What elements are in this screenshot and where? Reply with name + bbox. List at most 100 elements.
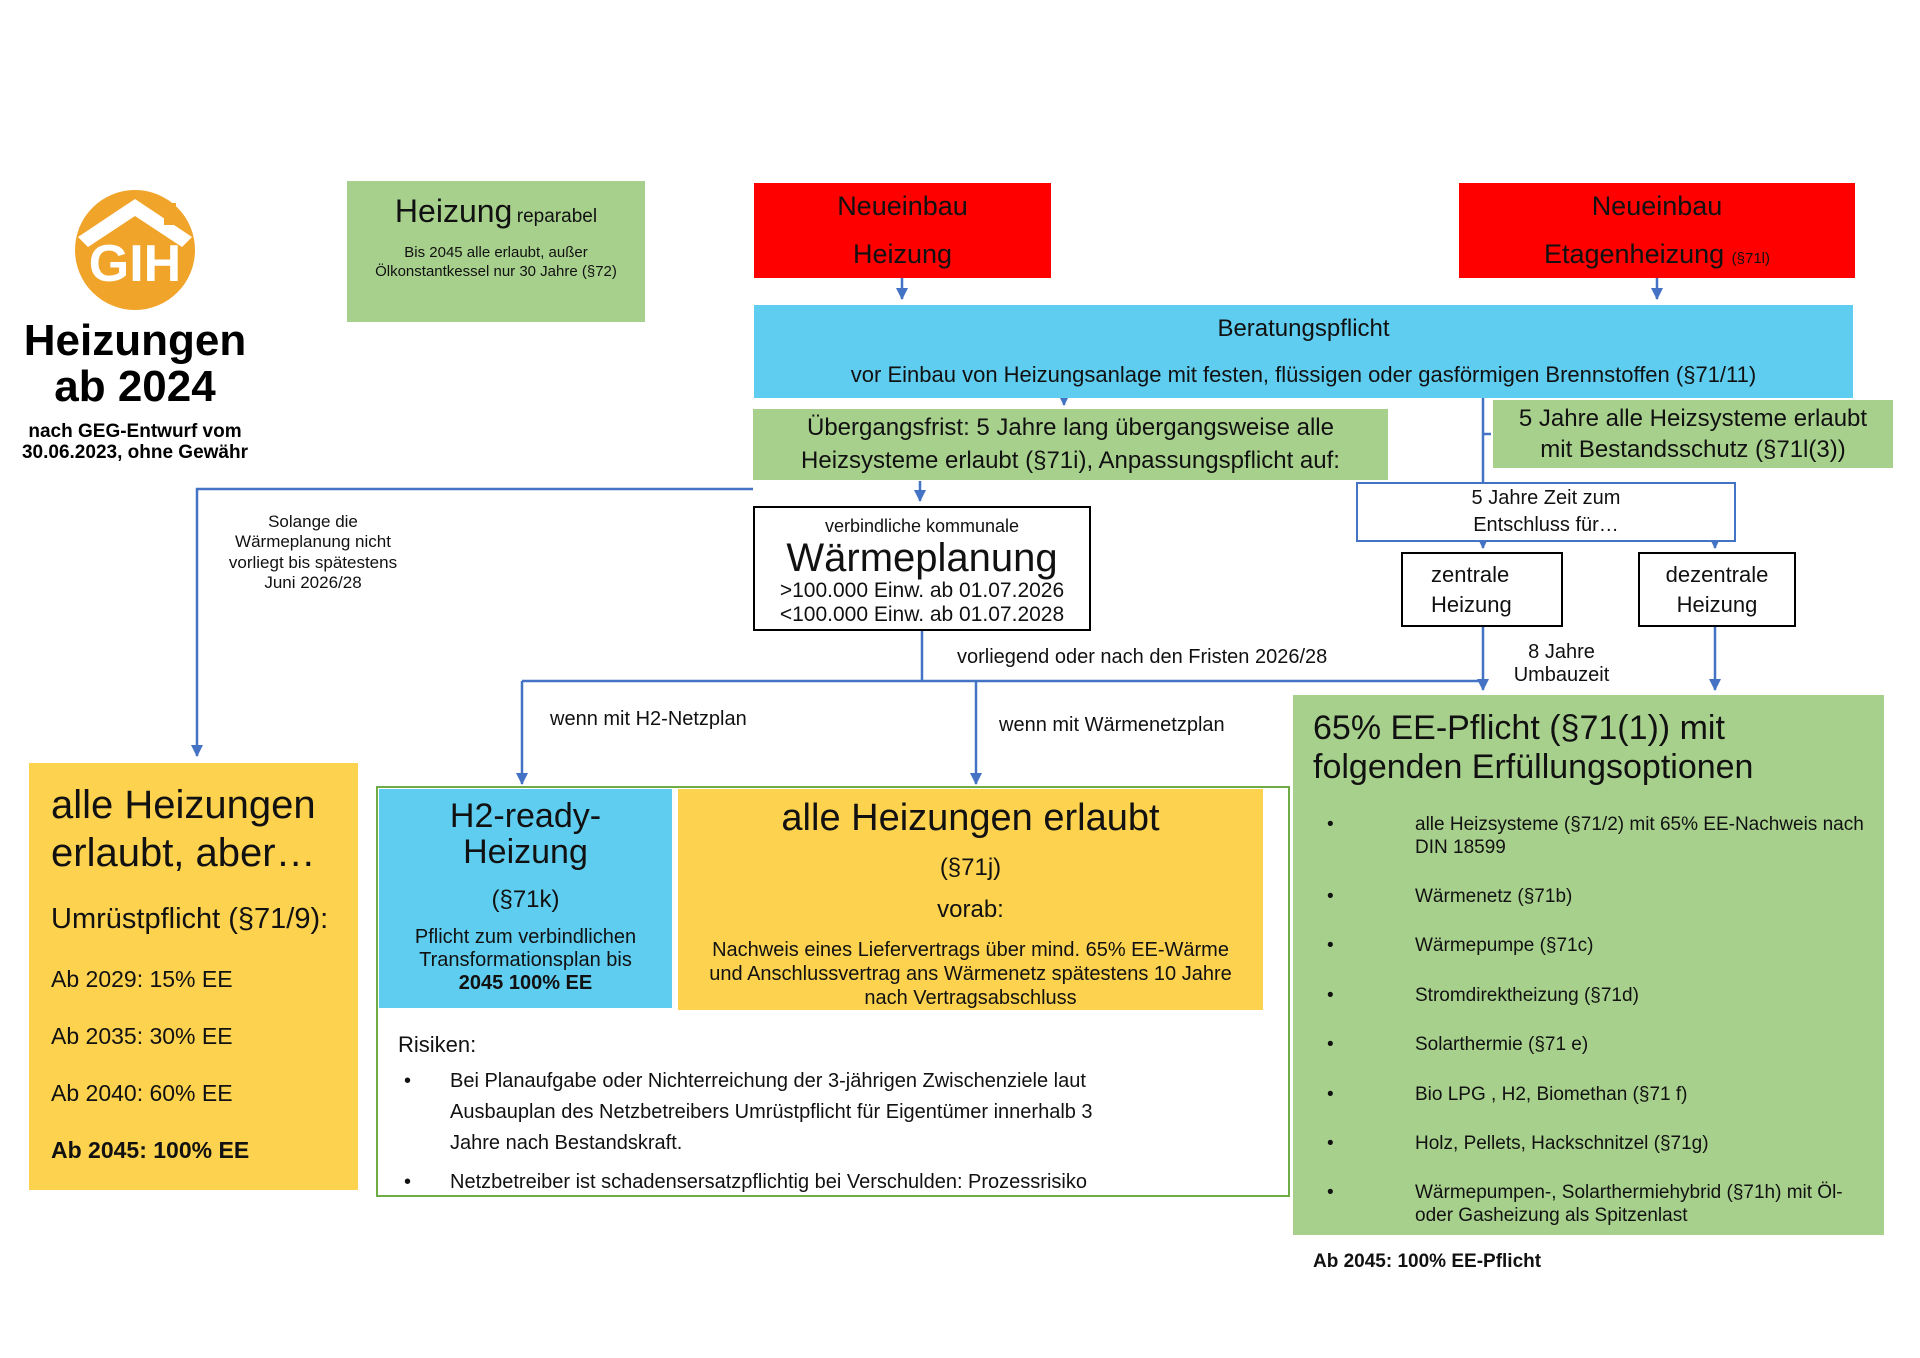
ee-pflicht-bullet-row: • Stromdirektheizung (§71d) [1313, 985, 1864, 1007]
box-alle-heizungen-mitte: alle Heizungen erlaubt (§71j) vorab: Nac… [678, 789, 1263, 1010]
risiken-bullet-row: • Bei Planaufgabe oder Nichterreichung d… [398, 1066, 1270, 1159]
risiken-text: Risiken: • Bei Planaufgabe oder Nichterr… [398, 1032, 1270, 1198]
box-h2-ready: H2-ready-Heizung (§71k) Pflicht zum verb… [379, 789, 672, 1008]
label-wenn-h2-netzplan: wenn mit H2-Netzplan [550, 708, 747, 730]
box-dezentrale-heizung: dezentrale Heizung [1638, 552, 1796, 627]
h2-ready-title: H2-ready-Heizung [449, 797, 602, 871]
ee-pflicht-bullet-row: • Holz, Pellets, Hackschnitzel (§71g) [1313, 1133, 1864, 1155]
neueinbau-heizung-line2: Heizung [852, 238, 953, 269]
gih-logo: GIH [60, 185, 210, 315]
reparabel-body: Bis 2045 alle erlaubt, außer Ölkonstantk… [375, 244, 617, 280]
h2-ready-paragraph: (§71k) [491, 886, 560, 914]
risiken-title: Risiken: [398, 1032, 477, 1057]
risiken-bullet-row: • Netzbetreiber ist schadensersatzpflich… [398, 1167, 1270, 1198]
box-entschluss: 5 Jahre Zeit zum Entschluss für… [1356, 482, 1736, 542]
bullet-icon: • [404, 1171, 412, 1193]
page-subtitle-line2: 30.06.2023, ohne Gewähr [21, 441, 248, 463]
box-neueinbau-etagenheizung: Neueinbau Etagenheizung (§71l) [1459, 183, 1855, 278]
risiken-bullets: • Bei Planaufgabe oder Nichterreichung d… [398, 1066, 1270, 1198]
ee-pflicht-bullet-row: • Wärmepumpen-, Solarthermiehybrid (§71h… [1313, 1182, 1864, 1227]
h2-ready-body: Pflicht zum verbindlichen Transformation… [401, 926, 651, 995]
zentrale-heizung-line2: Heizung [1431, 591, 1512, 617]
label-acht-jahre-umbauzeit: 8 Jahre Umbauzeit [1513, 641, 1610, 686]
label-vorliegend: vorliegend oder nach den Fristen 2026/28 [957, 646, 1328, 668]
box-alle-heizungen-links: alle Heizungen erlaubt, aber… Umrüstpfli… [29, 763, 358, 1190]
alle-links-item: Ab 2040: 60% EE [51, 1080, 233, 1106]
page-title-line2: ab 2024 [54, 362, 216, 412]
zentrale-heizung-line1: zentrale [1431, 561, 1510, 587]
box-bestandsschutz: 5 Jahre alle Heizsysteme erlaubt mit Bes… [1493, 400, 1893, 468]
ee-pflicht-bullet-text: Wärmenetz (§71b) [1415, 886, 1573, 907]
ee-pflicht-bullets: • alle Heizsysteme (§71/2) mit 65% EE-Na… [1313, 814, 1864, 1227]
page-subtitle-line1: nach GEG-Entwurf vom [28, 421, 242, 442]
alle-links-item-2045: Ab 2045: 100% EE [51, 1137, 250, 1163]
logo-text: GIH [89, 235, 181, 293]
waermeplanung-threshold1: >100.000 Einw. ab 01.07.2026 [779, 579, 1065, 602]
h2-ready-body-text: Pflicht zum verbindlichen Transformation… [414, 926, 637, 972]
waermeplanung-threshold2: <100.000 Einw. ab 01.07.2028 [779, 603, 1065, 627]
bullet-icon: • [1327, 886, 1334, 907]
neueinbau-etagenheizung-line1: Neueinbau [1591, 191, 1723, 222]
entschluss-line1: 5 Jahre Zeit zum [1471, 487, 1621, 509]
box-beratungspflicht: Beratungspflicht vor Einbau von Heizungs… [754, 305, 1853, 398]
box-heizung-reparabel: Heizung reparabel Bis 2045 alle erlaubt,… [347, 181, 645, 322]
ee-pflicht-bullet-row: • alle Heizsysteme (§71/2) mit 65% EE-Na… [1313, 814, 1864, 859]
box-zentrale-heizung: zentrale Heizung [1401, 552, 1563, 627]
waermeplanung-title: Wärmeplanung [786, 536, 1058, 580]
ee-pflicht-bullet-text: Wärmepumpen-, Solarthermiehybrid (§71h) … [1415, 1182, 1843, 1226]
label-wenn-waermenetzplan: wenn mit Wärmenetzplan [999, 714, 1225, 736]
neueinbau-etagenheizung-paragraph: (§71l) [1731, 249, 1771, 267]
neueinbau-etagenheizung-line2: Etagenheizung (§71l) [1544, 239, 1770, 270]
ee-pflicht-footer: Ab 2045: 100% EE-Pflicht [1313, 1251, 1542, 1273]
bullet-icon: • [1327, 1083, 1334, 1105]
risiken-bullet-text: Bei Planaufgabe oder Nichterreichung der… [450, 1070, 1093, 1154]
ee-pflicht-title: 65% EE-Pflicht (§71(1)) mit folgenden Er… [1313, 709, 1754, 787]
bullet-icon: • [1327, 1133, 1334, 1155]
ee-pflicht-bullet-row: • Bio LPG , H2, Biomethan (§71 f) [1313, 1084, 1864, 1106]
uebergangsfrist-line1: Übergangsfrist: 5 Jahre lang übergangswe… [807, 414, 1334, 442]
reparabel-title-suffix: reparabel [516, 206, 598, 227]
alle-links-item: Ab 2035: 30% EE [51, 1023, 233, 1049]
logo-chimney-icon [164, 203, 176, 225]
alle-links-item: Ab 2029: 15% EE [51, 966, 233, 992]
alle-mitte-paragraph: (§71j) [939, 854, 1002, 881]
ee-pflicht-bullet-text: Stromdirektheizung (§71d) [1415, 984, 1639, 1006]
uebergangsfrist-line2: Heizsysteme erlaubt (§71i), Anpassungspf… [801, 446, 1340, 474]
alle-links-subtitle: Umrüstpflicht (§71/9): [51, 903, 329, 935]
box-waermeplanung: verbindliche kommunale Wärmeplanung >100… [753, 506, 1091, 631]
ee-pflicht-bullet-text: Bio LPG , H2, Biomethan (§71 f) [1415, 1083, 1688, 1105]
bullet-icon: • [1327, 984, 1334, 1006]
risiken-bullet-text: Netzbetreiber ist schadensersatzpflichti… [450, 1171, 1087, 1193]
h2-ready-body-bold: 2045 100% EE [458, 972, 593, 995]
ee-pflicht-bullet-text: alle Heizsysteme (§71/2) mit 65% EE-Nach… [1415, 814, 1864, 858]
waermeplanung-kicker: verbindliche kommunale [824, 516, 1020, 536]
alle-mitte-vorab: vorab: [937, 896, 1004, 923]
label-solange-waermeplanung: Solange die Wärmeplanung nicht vorliegt … [228, 512, 398, 593]
page-title: Heizungen ab 2024 [10, 317, 260, 412]
connector-left-route [191, 487, 753, 757]
ee-pflicht-bullet-row: • Solarthermie (§71 e) [1313, 1034, 1864, 1056]
bullet-icon: • [1327, 814, 1334, 836]
bestandsschutz-line1: 5 Jahre alle Heizsysteme erlaubt [1518, 404, 1868, 432]
box-uebergangsfrist: Übergangsfrist: 5 Jahre lang übergangswe… [753, 409, 1388, 480]
neueinbau-heizung-line1: Neueinbau [837, 191, 968, 222]
beratungspflicht-body: vor Einbau von Heizungsanlage mit festen… [850, 362, 1757, 388]
box-ee-pflicht: 65% EE-Pflicht (§71(1)) mit folgenden Er… [1293, 695, 1884, 1272]
dezentrale-heizung-line1: dezentrale [1665, 561, 1769, 587]
beratungspflicht-title: Beratungspflicht [1217, 314, 1390, 342]
entschluss-line2: Entschluss für… [1473, 514, 1619, 536]
alle-mitte-title: alle Heizungen erlaubt [781, 797, 1160, 839]
bullet-icon: • [1327, 1034, 1334, 1056]
page-subtitle: nach GEG-Entwurf vom 30.06.2023, ohne Ge… [10, 421, 260, 464]
alle-links-title: alle Heizungen erlaubt, aber… [51, 783, 316, 875]
alle-links-items: Ab 2029: 15% EE Ab 2035: 30% EE Ab 2040: 6… [51, 966, 336, 1107]
bullet-icon: • [404, 1070, 412, 1092]
ee-pflicht-bullet-text: Wärmepumpe (§71c) [1415, 935, 1594, 957]
box-neueinbau-heizung: Neueinbau Heizung [754, 183, 1051, 278]
bullet-icon: • [1327, 1182, 1334, 1204]
ee-pflicht-bullet-row: • Wärmenetz (§71b) [1313, 886, 1864, 908]
reparabel-title: Heizung [394, 193, 513, 229]
dezentrale-heizung-line2: Heizung [1676, 591, 1758, 617]
